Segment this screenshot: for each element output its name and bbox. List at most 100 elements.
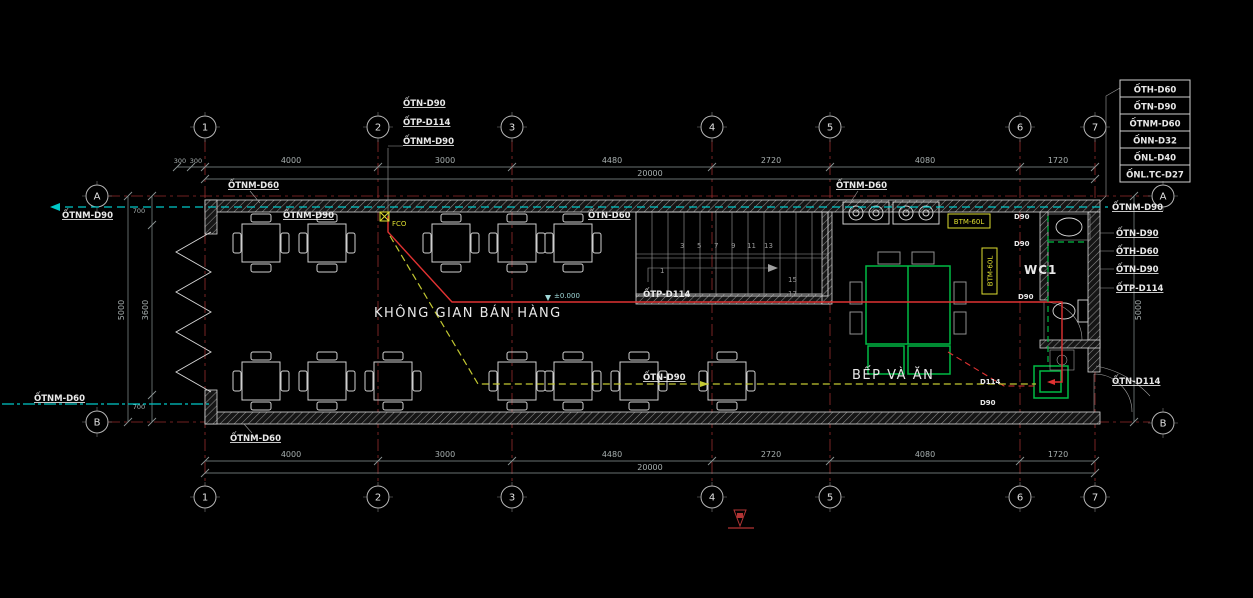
dimensions: 300 300 4000 3000 4480 2720 4080 1720 20… xyxy=(117,156,1143,478)
right-label-1: ỐTN-D90 xyxy=(1116,226,1159,239)
left-label-otnm-d90: ỐTNM-D90 xyxy=(62,208,113,221)
room-label-wc: WC1 xyxy=(1024,263,1057,277)
riser-label-oth-d60: ỐTH-D60 xyxy=(1134,83,1177,96)
fco-symbol xyxy=(379,211,390,222)
grid-bubble-6-bottom: 6 xyxy=(1017,493,1023,504)
dim-top-1: 4000 xyxy=(281,156,301,165)
water-heater-box-2 xyxy=(981,247,998,295)
right-label-otn-d114: ỐTN-D114 xyxy=(1112,374,1161,387)
grid-bubble-b-right: B xyxy=(1160,419,1167,430)
kitchen-counter-1 xyxy=(867,345,905,375)
stair-landing xyxy=(636,253,828,259)
kitchen-chair xyxy=(911,251,935,265)
stair-num-13: 13 xyxy=(764,242,773,250)
stair-walkline-arrow xyxy=(768,264,778,272)
fitting-d90-a: D90 xyxy=(1014,213,1030,221)
dim-bottom-6: 1720 xyxy=(1048,450,1068,459)
main-label-otn-d90: ỐTN-D90 xyxy=(643,370,686,383)
heater-label-2: BTM-60L xyxy=(987,256,995,287)
grid-bubble-4-top: 4 xyxy=(709,123,715,134)
feeder-leader xyxy=(387,145,403,216)
grid-bubble-5-bottom: 5 xyxy=(827,493,833,504)
pipe-otp-kitchen-branch xyxy=(947,351,1036,387)
room-label-kitchen: BẾP VÀ ĂN xyxy=(852,366,934,383)
feeder-label-2: ỐTP-D114 xyxy=(403,115,451,128)
fitting-d114: D114 xyxy=(980,378,1001,386)
kitchen-chair xyxy=(877,251,901,265)
stair-num-1: 1 xyxy=(660,267,664,275)
dim-top-4: 2720 xyxy=(761,156,781,165)
wall-right xyxy=(1087,211,1101,373)
door-right-exterior xyxy=(1093,373,1133,413)
grid-bubble-4-bottom: 4 xyxy=(709,493,715,504)
fco-label: FCO xyxy=(392,220,407,228)
stairs: 1 3 5 7 9 11 13 15 17 xyxy=(635,211,829,298)
stair-num-7: 7 xyxy=(714,242,718,250)
dim-left-700-bottom: 700 xyxy=(133,403,145,411)
grid-bubble-7-bottom: 7 xyxy=(1092,493,1098,504)
toilet-bowl xyxy=(1052,302,1076,320)
wall-left-lower xyxy=(204,389,218,425)
water-heater-box-1 xyxy=(947,213,991,229)
dim-offset-a: 300 xyxy=(174,157,186,165)
table-top-5 xyxy=(544,213,602,273)
section-marker xyxy=(728,509,754,529)
table-top-4 xyxy=(488,213,546,273)
fitting-d90-d: D90 xyxy=(980,399,996,407)
table-top-2 xyxy=(298,213,356,273)
right-label-4: ỐTP-D114 xyxy=(1116,281,1164,294)
feeder-label-3: ỐTNM-D90 xyxy=(403,134,454,147)
dim-left-3600: 3600 xyxy=(141,300,150,320)
riser-label-onl-d40: ỐNL-D40 xyxy=(1134,151,1176,164)
wall-label-otn-d60: ỐTN-D60 xyxy=(588,208,631,221)
wall-left-upper xyxy=(204,199,218,235)
riser-label-onn-d32: ỐNN-D32 xyxy=(1133,134,1177,147)
dim-top-3: 4480 xyxy=(602,156,622,165)
right-label-2: ỐTH-D60 xyxy=(1116,244,1159,257)
stair-num-17: 17 xyxy=(788,290,797,298)
walls xyxy=(204,199,1101,425)
dim-bottom-4: 2720 xyxy=(761,450,781,459)
feeder-label-1: ỐTN-D90 xyxy=(403,96,446,109)
axis-grid: 1 2 3 4 5 6 7 1 2 3 4 5 6 7 A B A B xyxy=(81,111,1179,513)
riser-leader xyxy=(1099,87,1121,203)
dim-right-total: 5000 xyxy=(1134,300,1143,320)
pipe-arrow-left xyxy=(50,203,60,211)
dim-left-total: 5000 xyxy=(117,300,126,320)
table-bottom-3 xyxy=(364,351,422,411)
kitchen-counter-2 xyxy=(907,345,951,375)
fco-cross xyxy=(379,211,390,222)
dim-bottom-5: 4080 xyxy=(915,450,935,459)
floor-drain-box xyxy=(1033,365,1069,399)
grid-bubble-3-top: 3 xyxy=(509,123,515,134)
pipe-green-riser xyxy=(1047,216,1084,366)
dim-bottom-1: 4000 xyxy=(281,450,301,459)
stair-num-15: 15 xyxy=(788,276,797,284)
pipe-otp-main xyxy=(387,216,1063,383)
door-wc xyxy=(1043,301,1083,341)
labels: ỐTN-D90 ỐTP-D114 ỐTNM-D90 ỐTNM-D90 ỐTN-D… xyxy=(34,96,1164,444)
dim-top-total: 20000 xyxy=(637,169,662,178)
table-bottom-4 xyxy=(488,351,546,411)
kitchen-equipment xyxy=(842,201,1069,399)
dim-bottom-2: 3000 xyxy=(435,450,455,459)
stair-num-5: 5 xyxy=(697,242,701,250)
level-label: ±0.000 xyxy=(554,292,580,300)
dim-left-700-top: 700 xyxy=(133,207,145,215)
left-label-otnm-d60: ỐTNM-D60 xyxy=(34,391,85,404)
heater-label-1: BTM-60L xyxy=(954,218,985,226)
grid-bubble-3-bottom: 3 xyxy=(509,493,515,504)
riser-label-otn-d90: ỐTN-D90 xyxy=(1134,100,1177,113)
pipe-otn-d114-curve xyxy=(1095,365,1151,397)
table-top-3 xyxy=(422,213,480,273)
pipes xyxy=(2,145,1151,405)
fitting-d90-b: D90 xyxy=(1014,240,1030,248)
dim-bottom-total: 20000 xyxy=(637,463,662,472)
wall-label-otnm-d60-bottom: ỐTNM-D60 xyxy=(230,431,281,444)
table-bottom-1 xyxy=(232,351,290,411)
pipe-arrow-otn xyxy=(700,381,709,387)
wall-top xyxy=(204,199,1101,213)
table-bottom-2 xyxy=(298,351,356,411)
grid-bubble-b-left: B xyxy=(94,418,101,429)
